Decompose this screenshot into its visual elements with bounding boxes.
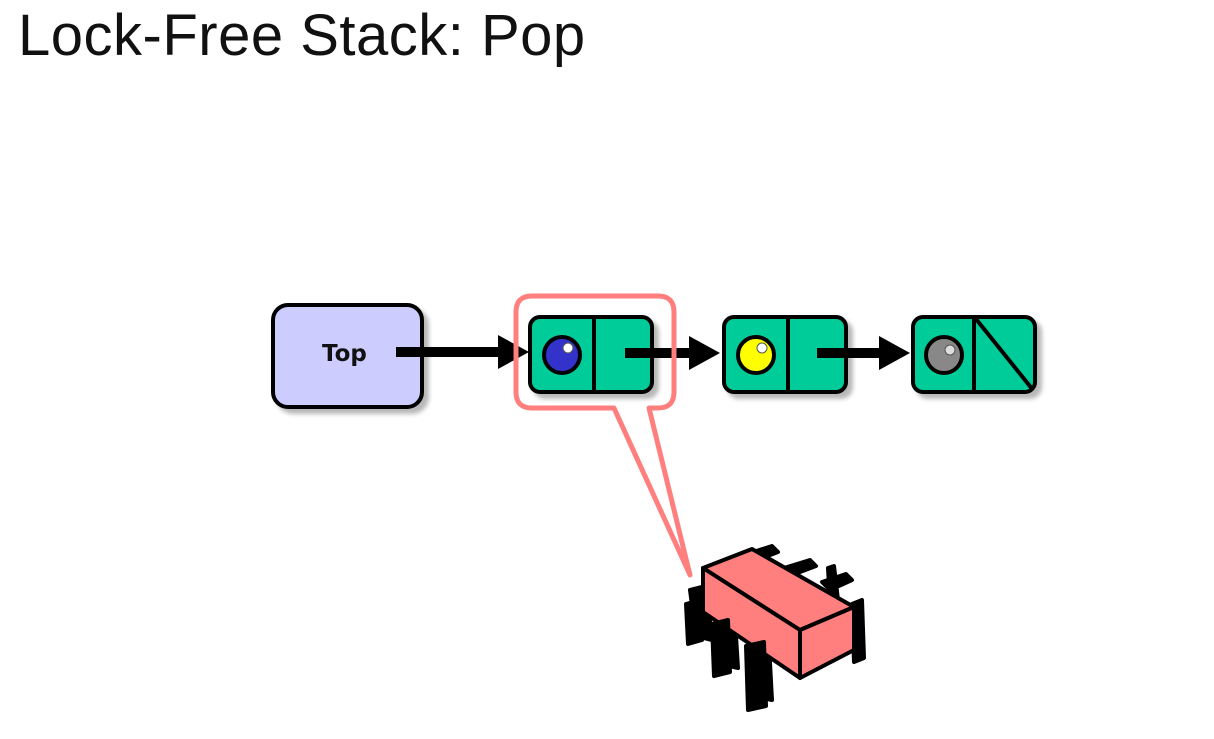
stack-node-1: [528, 315, 654, 394]
slide-title: Lock-Free Stack: Pop: [18, 3, 586, 68]
arrow-node-1-to-node-2: [625, 336, 720, 370]
processor-chip-icon: [684, 544, 866, 712]
node-1-value-icon: [542, 335, 582, 375]
callout-bubble: [513, 293, 693, 578]
node-2-value-icon: [736, 335, 776, 375]
null-pointer-slash: [974, 317, 1035, 392]
stack-node-3: [911, 315, 1037, 394]
node-3-value-icon: [924, 335, 964, 375]
arrow-node-2-to-node-3: [817, 336, 910, 370]
top-label: Top: [322, 341, 367, 367]
stack-node-2: [722, 315, 848, 394]
